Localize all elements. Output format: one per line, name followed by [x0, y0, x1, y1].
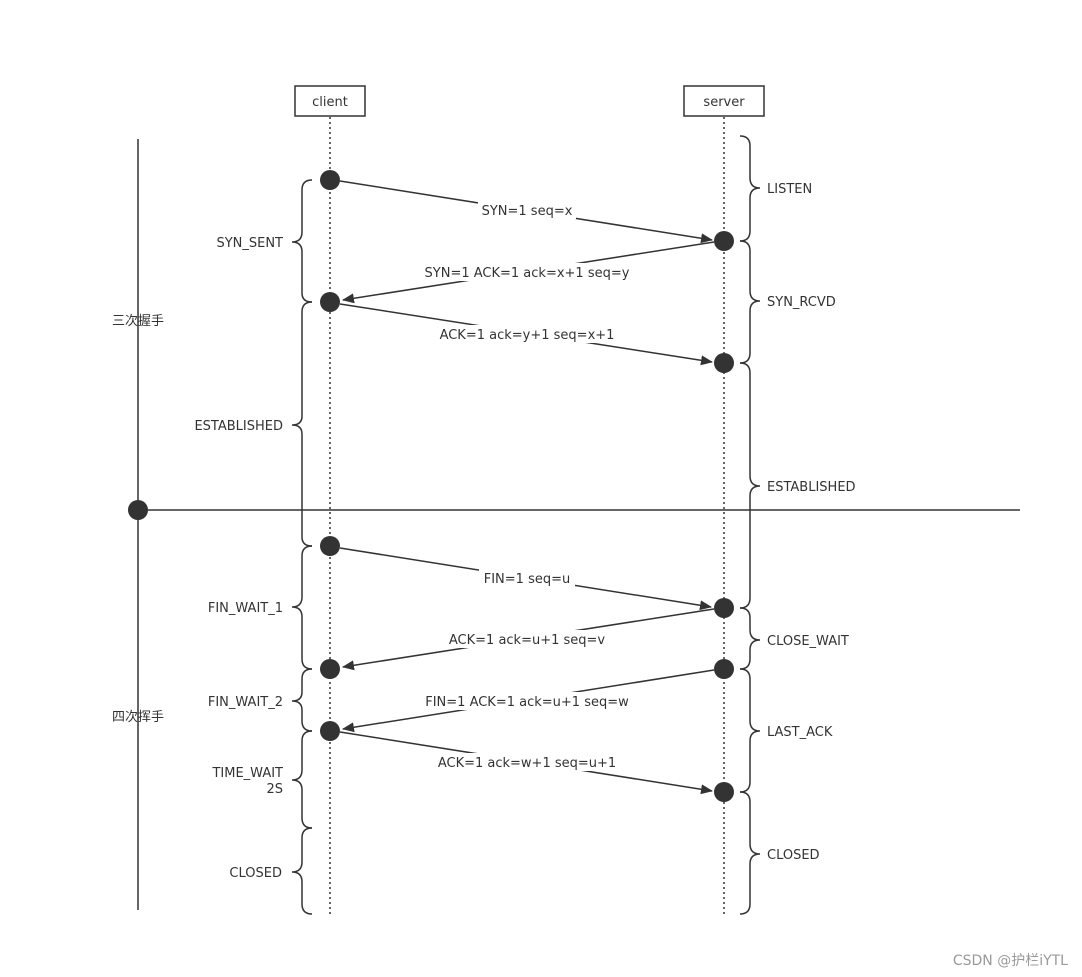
client-dot-time-wait	[320, 721, 340, 741]
server-state-closed: CLOSED	[767, 848, 820, 863]
server-brace-last-ack	[739, 668, 761, 793]
server-actor-box: server	[683, 85, 765, 117]
message-label-group-4: FIN=1 seq=u	[479, 569, 575, 587]
server-brace-established	[739, 362, 761, 609]
client-brace-time-wait	[291, 730, 313, 829]
client-brace-syn-sent	[291, 179, 313, 303]
message-label-group-3: ACK=1 ack=y+1 seq=x+1	[439, 325, 615, 343]
server-dot-fin	[714, 659, 734, 679]
client-brace-fin-wait-1	[291, 545, 313, 670]
teardown-phase-label: 四次挥手	[112, 709, 164, 725]
server-brace-closed	[739, 791, 761, 915]
client-state-closed: CLOSED	[229, 866, 282, 881]
client-dot-syn	[320, 170, 340, 190]
client-dot-fin	[320, 536, 340, 556]
message-label-2: SYN=1 ACK=1 ack=x+1 seq=y	[425, 266, 630, 281]
client-brace-closed	[291, 827, 313, 915]
server-dot-closed	[714, 782, 734, 802]
client-state-fin-wait-2: FIN_WAIT_2	[208, 695, 283, 710]
client-actor-label: client	[312, 95, 348, 110]
message-label-group-1: SYN=1 seq=x	[478, 201, 576, 219]
server-state-last-ack: LAST_ACK	[767, 725, 833, 740]
message-label-group-7: ACK=1 ack=w+1 seq=u+1	[437, 753, 617, 771]
client-state-fin-wait-1: FIN_WAIT_1	[208, 601, 283, 616]
client-dot-ack	[320, 292, 340, 312]
message-label-7: ACK=1 ack=w+1 seq=u+1	[438, 756, 616, 771]
message-label-group-2: SYN=1 ACK=1 ack=x+1 seq=y	[424, 263, 630, 281]
server-brace-listen	[739, 135, 761, 242]
message-label-3: ACK=1 ack=y+1 seq=x+1	[440, 328, 615, 343]
handshake-phase-label: 三次握手	[112, 313, 164, 329]
message-label-group-6: FIN=1 ACK=1 ack=u+1 seq=w	[423, 692, 631, 710]
server-dot-fin-ack	[714, 598, 734, 618]
message-label-group-5: ACK=1 ack=u+1 seq=v	[447, 630, 607, 648]
server-state-syn-rcvd: SYN_RCVD	[767, 295, 836, 310]
phase-divider-dot	[128, 500, 148, 520]
client-state-time-wait: TIME_WAIT	[211, 766, 283, 781]
message-label-1: SYN=1 seq=x	[482, 204, 573, 219]
client-brace-established	[291, 301, 313, 547]
server-state-established: ESTABLISHED	[767, 480, 856, 495]
client-dot-fin-wait-2	[320, 659, 340, 679]
server-dot-syn-ack	[714, 231, 734, 251]
server-brace-syn-rcvd	[739, 240, 761, 364]
watermark-text: CSDN @护栏iYTL	[953, 953, 1068, 969]
server-state-close-wait: CLOSE_WAIT	[767, 634, 849, 649]
client-actor-box: client	[294, 85, 366, 117]
message-label-6: FIN=1 ACK=1 ack=u+1 seq=w	[425, 695, 629, 710]
client-state-syn-sent: SYN_SENT	[216, 236, 283, 251]
message-label-4: FIN=1 seq=u	[484, 572, 571, 587]
server-brace-close-wait	[739, 607, 761, 670]
server-dot-established	[714, 353, 734, 373]
server-actor-label: server	[703, 95, 745, 110]
client-state-time-wait-duration: 2S	[266, 782, 283, 797]
client-state-established: ESTABLISHED	[194, 419, 283, 434]
server-state-listen: LISTEN	[767, 182, 812, 197]
message-label-5: ACK=1 ack=u+1 seq=v	[449, 633, 606, 648]
client-brace-fin-wait-2	[291, 668, 313, 732]
